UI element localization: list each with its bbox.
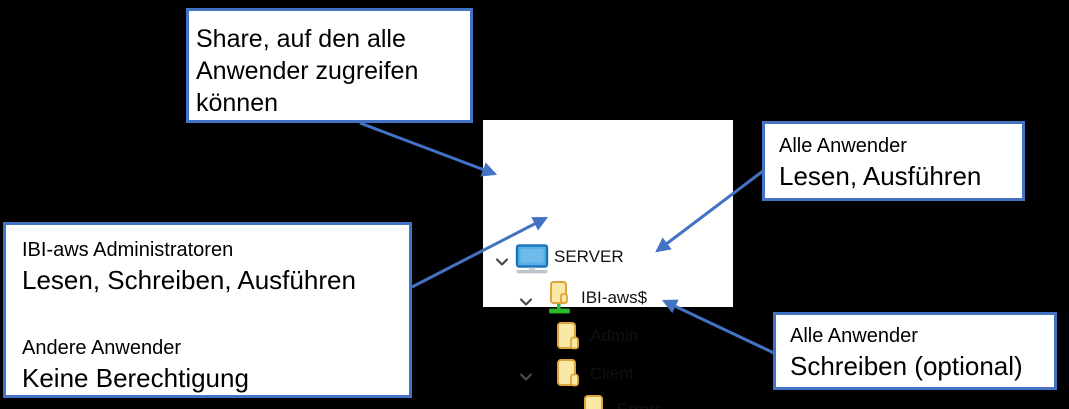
tree-item-ibi-aws[interactable]: IBI-aws$ bbox=[483, 281, 733, 314]
group-permission: Lesen, Schreiben, Ausführen bbox=[22, 265, 356, 295]
group-permission: Schreiben (optional) bbox=[790, 351, 1023, 381]
callout-admin-permissions: IBI-aws Administratoren Lesen, Schreiben… bbox=[3, 222, 412, 398]
callout-share: Share, auf den alle Anwender zugreifen k… bbox=[186, 8, 473, 123]
spacer bbox=[22, 297, 403, 335]
tree-item-label[interactable]: Client bbox=[590, 364, 634, 383]
tree-item-label[interactable]: Admin bbox=[590, 326, 639, 345]
chevron-down-icon[interactable] bbox=[495, 254, 509, 266]
tree-item-admin[interactable]: Admin bbox=[483, 322, 733, 352]
tree-item-label[interactable]: Errors bbox=[617, 400, 663, 409]
folder-icon bbox=[557, 322, 580, 356]
group-title: Andere Anwender bbox=[22, 337, 182, 359]
tree-item-client[interactable]: Client bbox=[483, 359, 733, 389]
chevron-down-icon[interactable] bbox=[519, 294, 533, 306]
computer-icon bbox=[515, 244, 549, 279]
tree-item-server[interactable]: SERVER bbox=[483, 244, 733, 274]
chevron-down-icon[interactable] bbox=[519, 369, 533, 381]
callout-share-line: Anwender zugreifen bbox=[196, 57, 419, 85]
callout-client-permissions: Alle Anwender Lesen, Ausführen bbox=[762, 121, 1025, 201]
group-permission: Keine Berechtigung bbox=[22, 363, 249, 393]
group-permission: Lesen, Ausführen bbox=[779, 161, 982, 191]
folder-icon bbox=[584, 395, 607, 409]
tree-item-label[interactable]: SERVER bbox=[554, 247, 624, 266]
arrow-share-to-ibi bbox=[359, 121, 498, 177]
callout-share-line: können bbox=[196, 89, 279, 117]
callout-errors-permissions: Alle Anwender Schreiben (optional) bbox=[773, 312, 1057, 390]
shared-folder-icon bbox=[546, 281, 574, 323]
tree-item-errors[interactable]: Errors bbox=[483, 395, 733, 409]
group-title: Alle Anwender bbox=[790, 325, 918, 347]
folder-icon bbox=[557, 359, 580, 393]
folder-tree-panel: SERVER IBI-aws$ bbox=[483, 120, 733, 409]
tree-item-label[interactable]: IBI-aws$ bbox=[581, 288, 648, 307]
group-title: Alle Anwender bbox=[779, 135, 907, 157]
callout-share-line: Share, auf den alle bbox=[196, 25, 406, 53]
group-title: IBI-aws Administratoren bbox=[22, 239, 234, 261]
